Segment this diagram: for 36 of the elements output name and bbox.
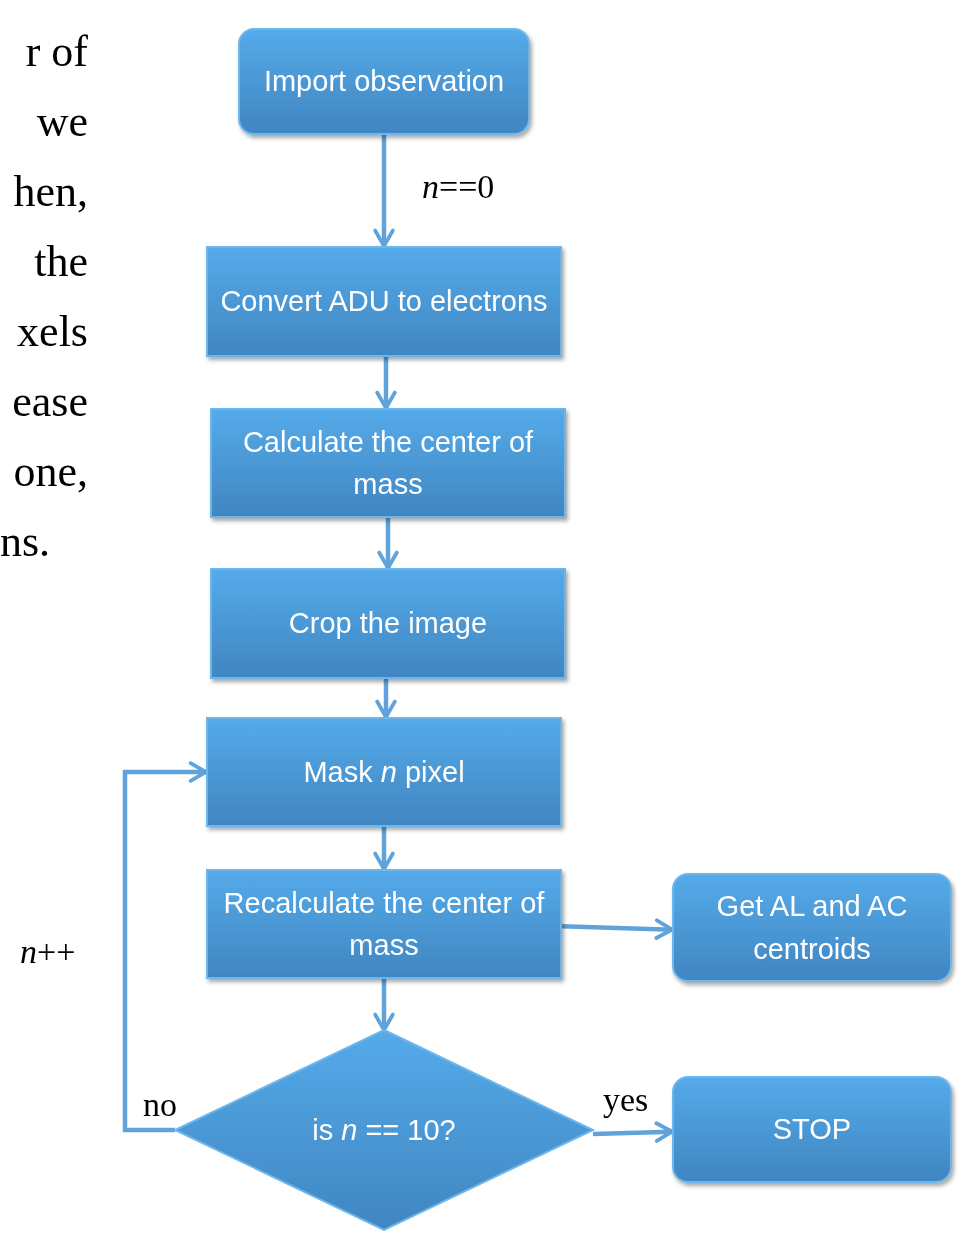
body-text-fragment: r of (25, 30, 88, 74)
node-label: Import observation (262, 64, 506, 100)
decision-diamond (175, 1030, 593, 1230)
body-text-fragment: one, (13, 450, 88, 494)
body-text-fragment: xels (17, 310, 88, 354)
process-box (210, 408, 566, 518)
node-label: Convert ADU to electrons (219, 284, 549, 320)
output-box (672, 873, 952, 982)
process-box (238, 28, 530, 135)
body-text-fragment: ns. (0, 520, 51, 564)
arrow (592, 1121, 674, 1143)
body-text-fragment: the (34, 240, 88, 284)
node-label: is n == 10? (311, 1112, 457, 1148)
body-text-fragment: ease (12, 380, 88, 424)
terminal-box (672, 1076, 952, 1183)
process-box (210, 568, 566, 679)
arrow (373, 979, 395, 1032)
arrow (375, 679, 397, 719)
process-box (206, 869, 562, 979)
arrow (122, 761, 208, 1133)
arrow (373, 827, 395, 871)
node-label: Recalculate the center of mass (222, 885, 546, 963)
loop-label: n++ (20, 935, 76, 969)
arrow (561, 918, 674, 940)
process-box (206, 717, 562, 827)
node-label: Get AL and AC centroids (715, 889, 909, 967)
arrow (375, 357, 397, 410)
body-text-fragment: hen, (13, 170, 88, 214)
node-label: STOP (771, 1112, 853, 1148)
body-text-fragment: we (36, 100, 88, 144)
node-label: Calculate the center of mass (241, 424, 535, 502)
arrow (373, 135, 395, 248)
node-label: Crop the image (287, 606, 489, 642)
arrow (377, 518, 399, 570)
node-label: Mask n pixel (302, 754, 466, 790)
process-box (206, 246, 562, 357)
